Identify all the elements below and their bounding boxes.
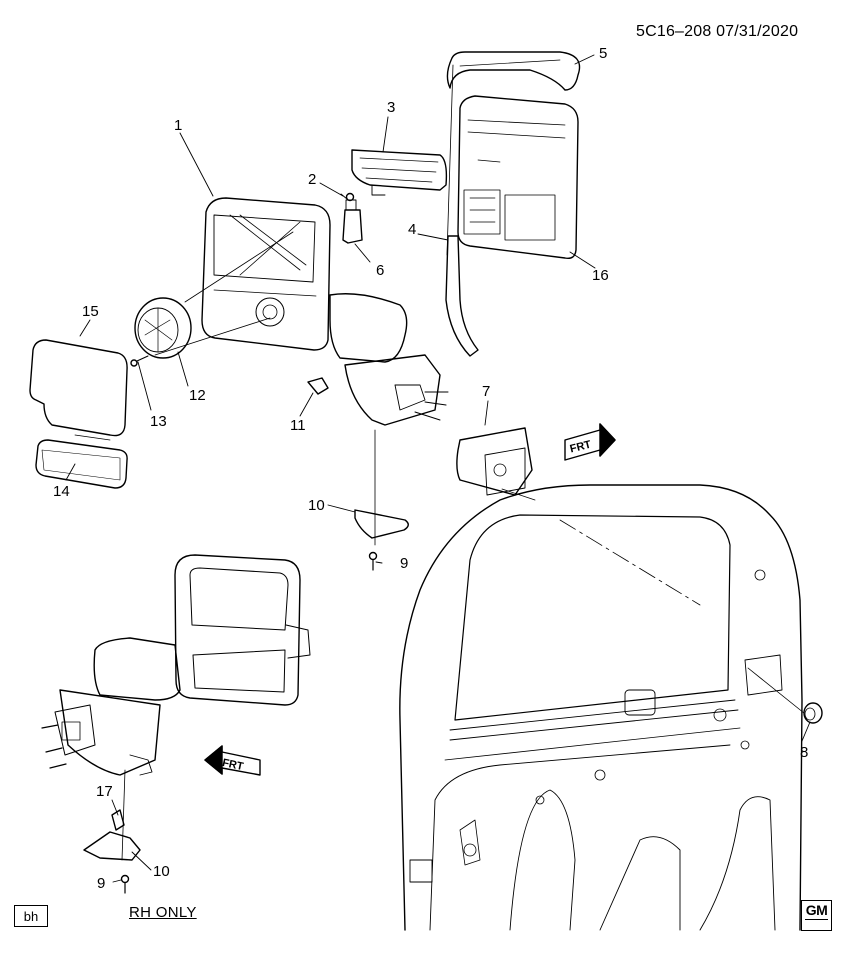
part-3-bracket [351,149,448,196]
callout-2: 2 [308,171,317,188]
part-10-base-cover-lower [83,831,141,861]
callout-14: 14 [53,483,70,500]
assembly-lines [74,64,805,861]
front-direction-arrow-upper [564,423,616,461]
part-4-trim [445,235,479,357]
part-2-screw [340,192,355,202]
callout-10-lower: 10 [153,863,170,880]
callout-5: 5 [599,45,608,62]
part-5-mirror-cap [446,51,581,91]
mirror-arm [329,293,449,426]
part-17-sensor [111,809,125,831]
document-id: 5C16–208 07/31/2020 [636,23,799,40]
callout-7: 7 [482,383,491,400]
callout-9: 9 [400,555,409,572]
callout-10: 10 [308,497,325,514]
gm-logo-underline [805,919,828,920]
callout-4: 4 [408,221,417,238]
front-direction-arrow-lower [204,745,261,776]
gm-logo: GM [801,900,832,931]
callout-11: 11 [290,417,306,434]
gm-logo-text: GM [805,902,828,918]
part-10-base-cover [354,509,409,539]
callout-17: 17 [96,783,113,800]
part-11-grommet [307,377,329,395]
part-12-actuator [134,297,192,359]
part-1-mirror-head [201,197,331,351]
callout-9-lower: 9 [97,875,106,892]
part-16-housing-back [457,95,579,260]
callout-15: 15 [82,303,99,320]
part-14-lower-glass [35,439,128,489]
part-15-glass [29,339,128,437]
part-9-screw-lower [120,874,130,894]
rh-only-note: RH ONLY [129,904,197,921]
part-7-module [456,427,533,496]
part-6-motor [342,199,363,244]
illustrator-code-box: bh [14,905,48,927]
callout-12: 12 [189,387,206,404]
assembled-mirror [41,554,311,776]
callout-16: 16 [592,267,609,284]
part-13-screw [130,355,149,367]
part-9-screw [368,551,378,571]
part-8-plug [803,702,823,724]
callout-8: 8 [800,744,809,761]
callout-1: 1 [174,117,183,134]
door-outline [399,484,803,931]
callout-3: 3 [387,99,396,116]
callout-6: 6 [376,262,385,279]
leader-lines [65,54,811,883]
callout-13: 13 [150,413,167,430]
